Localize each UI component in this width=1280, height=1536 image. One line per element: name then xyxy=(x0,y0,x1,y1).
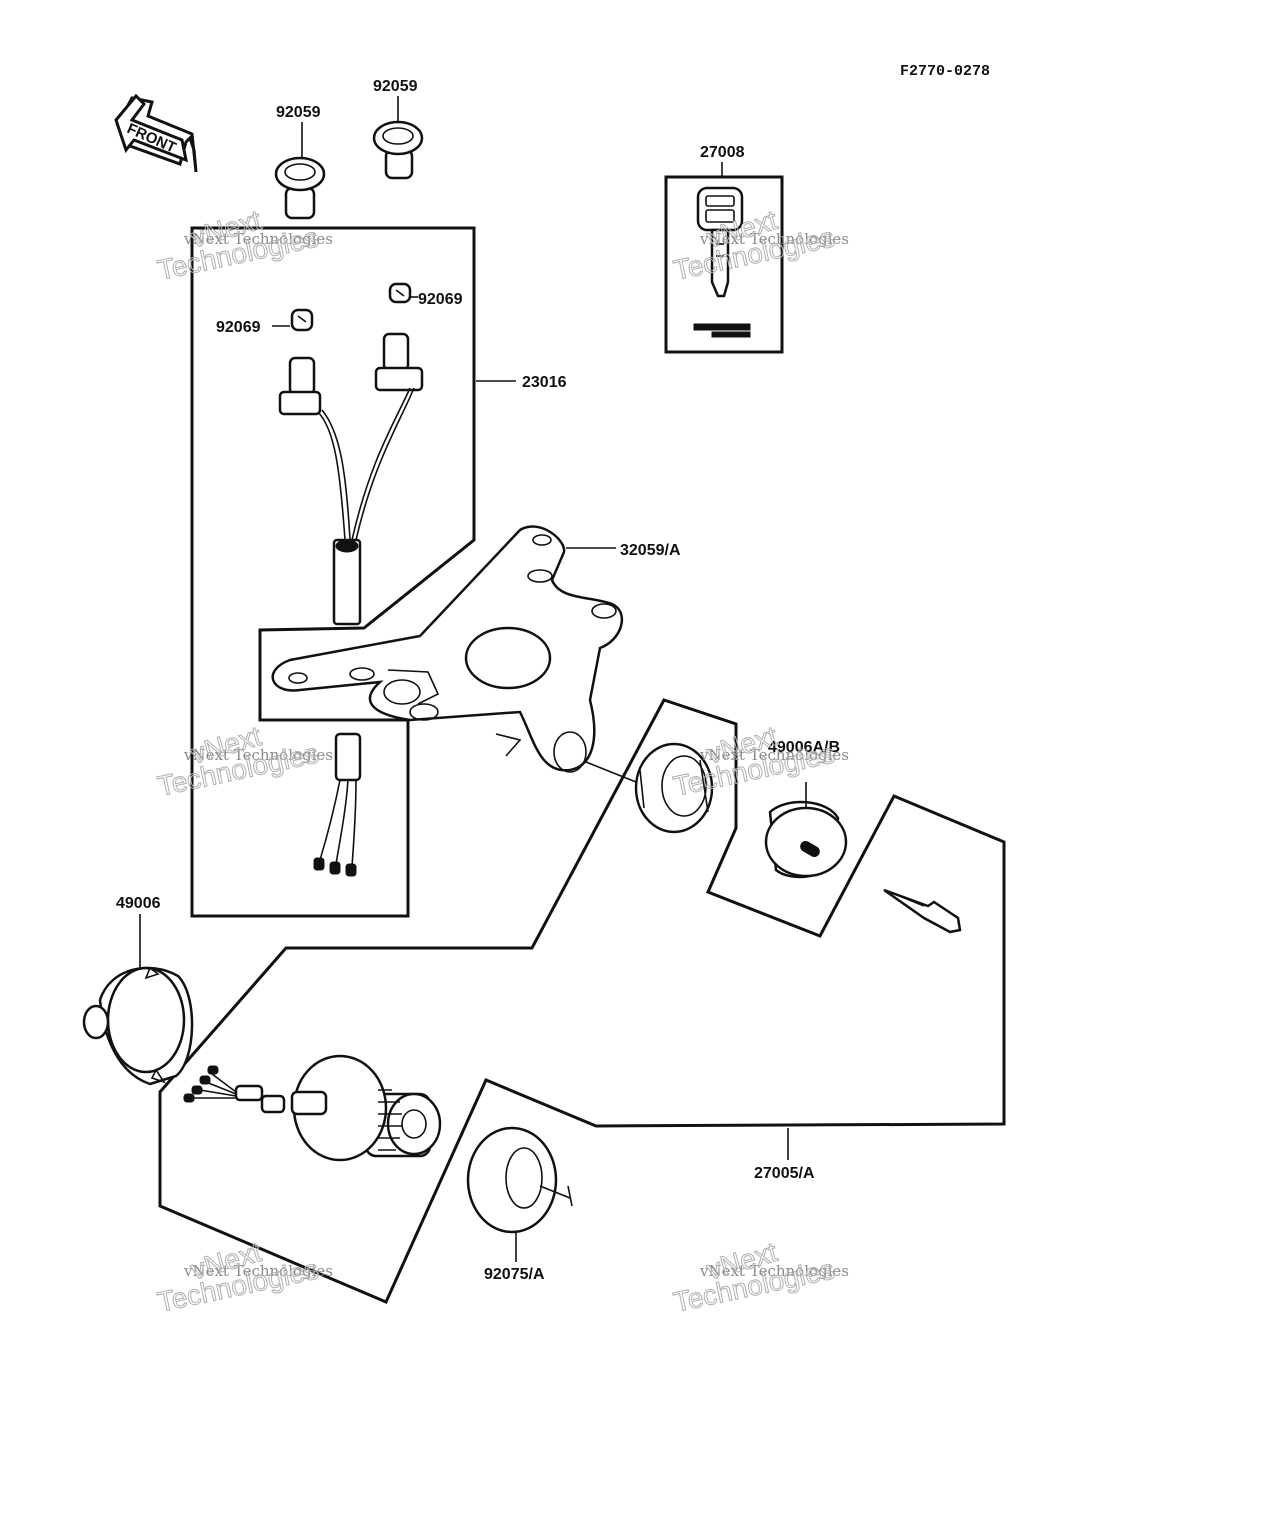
callout-92059-right: 92059 xyxy=(373,78,418,95)
callout-23016: 23016 xyxy=(522,374,567,391)
socket-harness-23016 xyxy=(278,332,424,626)
svg-text:vNext Technologies: vNext Technologies xyxy=(699,746,849,764)
svg-text:vNext Technologies: vNext Technologies xyxy=(183,746,333,764)
callout-92069-left: 92069 xyxy=(216,319,261,336)
bracket-32059A xyxy=(271,525,624,773)
callout-27005A: 27005/A xyxy=(754,1165,815,1182)
grommet-92059-right xyxy=(372,96,424,180)
watermark-5: vNext Technologies Technologies vNext xyxy=(154,1236,333,1319)
bulb-92069-left xyxy=(290,308,314,332)
svg-text:vNext Technologies: vNext Technologies xyxy=(183,230,333,248)
svg-text:vNext Technologies: vNext Technologies xyxy=(183,1262,333,1280)
washer-92075A xyxy=(466,1126,573,1262)
front-arrow-icon: FRONT xyxy=(114,93,198,173)
key-card-27008 xyxy=(664,175,784,354)
nut-part xyxy=(585,742,714,834)
callout-49006AB: 49006A/B xyxy=(768,739,840,756)
watermark-6: vNext Technologies Technologies vNext xyxy=(670,1236,849,1319)
bulb-92069-right xyxy=(388,282,412,304)
watermark-3: vNext Technologies Technologies vNext xyxy=(154,720,333,803)
key-part xyxy=(883,888,962,934)
svg-text:vNext Technologies: vNext Technologies xyxy=(699,230,849,248)
assembly-frame-27005A xyxy=(158,698,1006,1304)
callout-49006: 49006 xyxy=(116,895,161,912)
svg-text:vNext Technologies: vNext Technologies xyxy=(699,1262,849,1280)
grommet-92059-left xyxy=(274,122,326,220)
callout-92069-right: 92069 xyxy=(418,291,463,308)
callout-32059A: 32059/A xyxy=(620,542,681,559)
cap-49006AB xyxy=(764,782,848,879)
bezel-49006 xyxy=(82,914,194,1086)
assembly-frame-23016 xyxy=(190,226,476,918)
ignition-switch-body xyxy=(183,1054,442,1162)
reference-code: F2770-0278 xyxy=(900,63,990,80)
callout-27008: 27008 xyxy=(700,144,745,161)
lower-harness xyxy=(313,732,362,877)
callout-92059-left: 92059 xyxy=(276,104,321,121)
callout-92075A: 92075/A xyxy=(484,1266,545,1283)
